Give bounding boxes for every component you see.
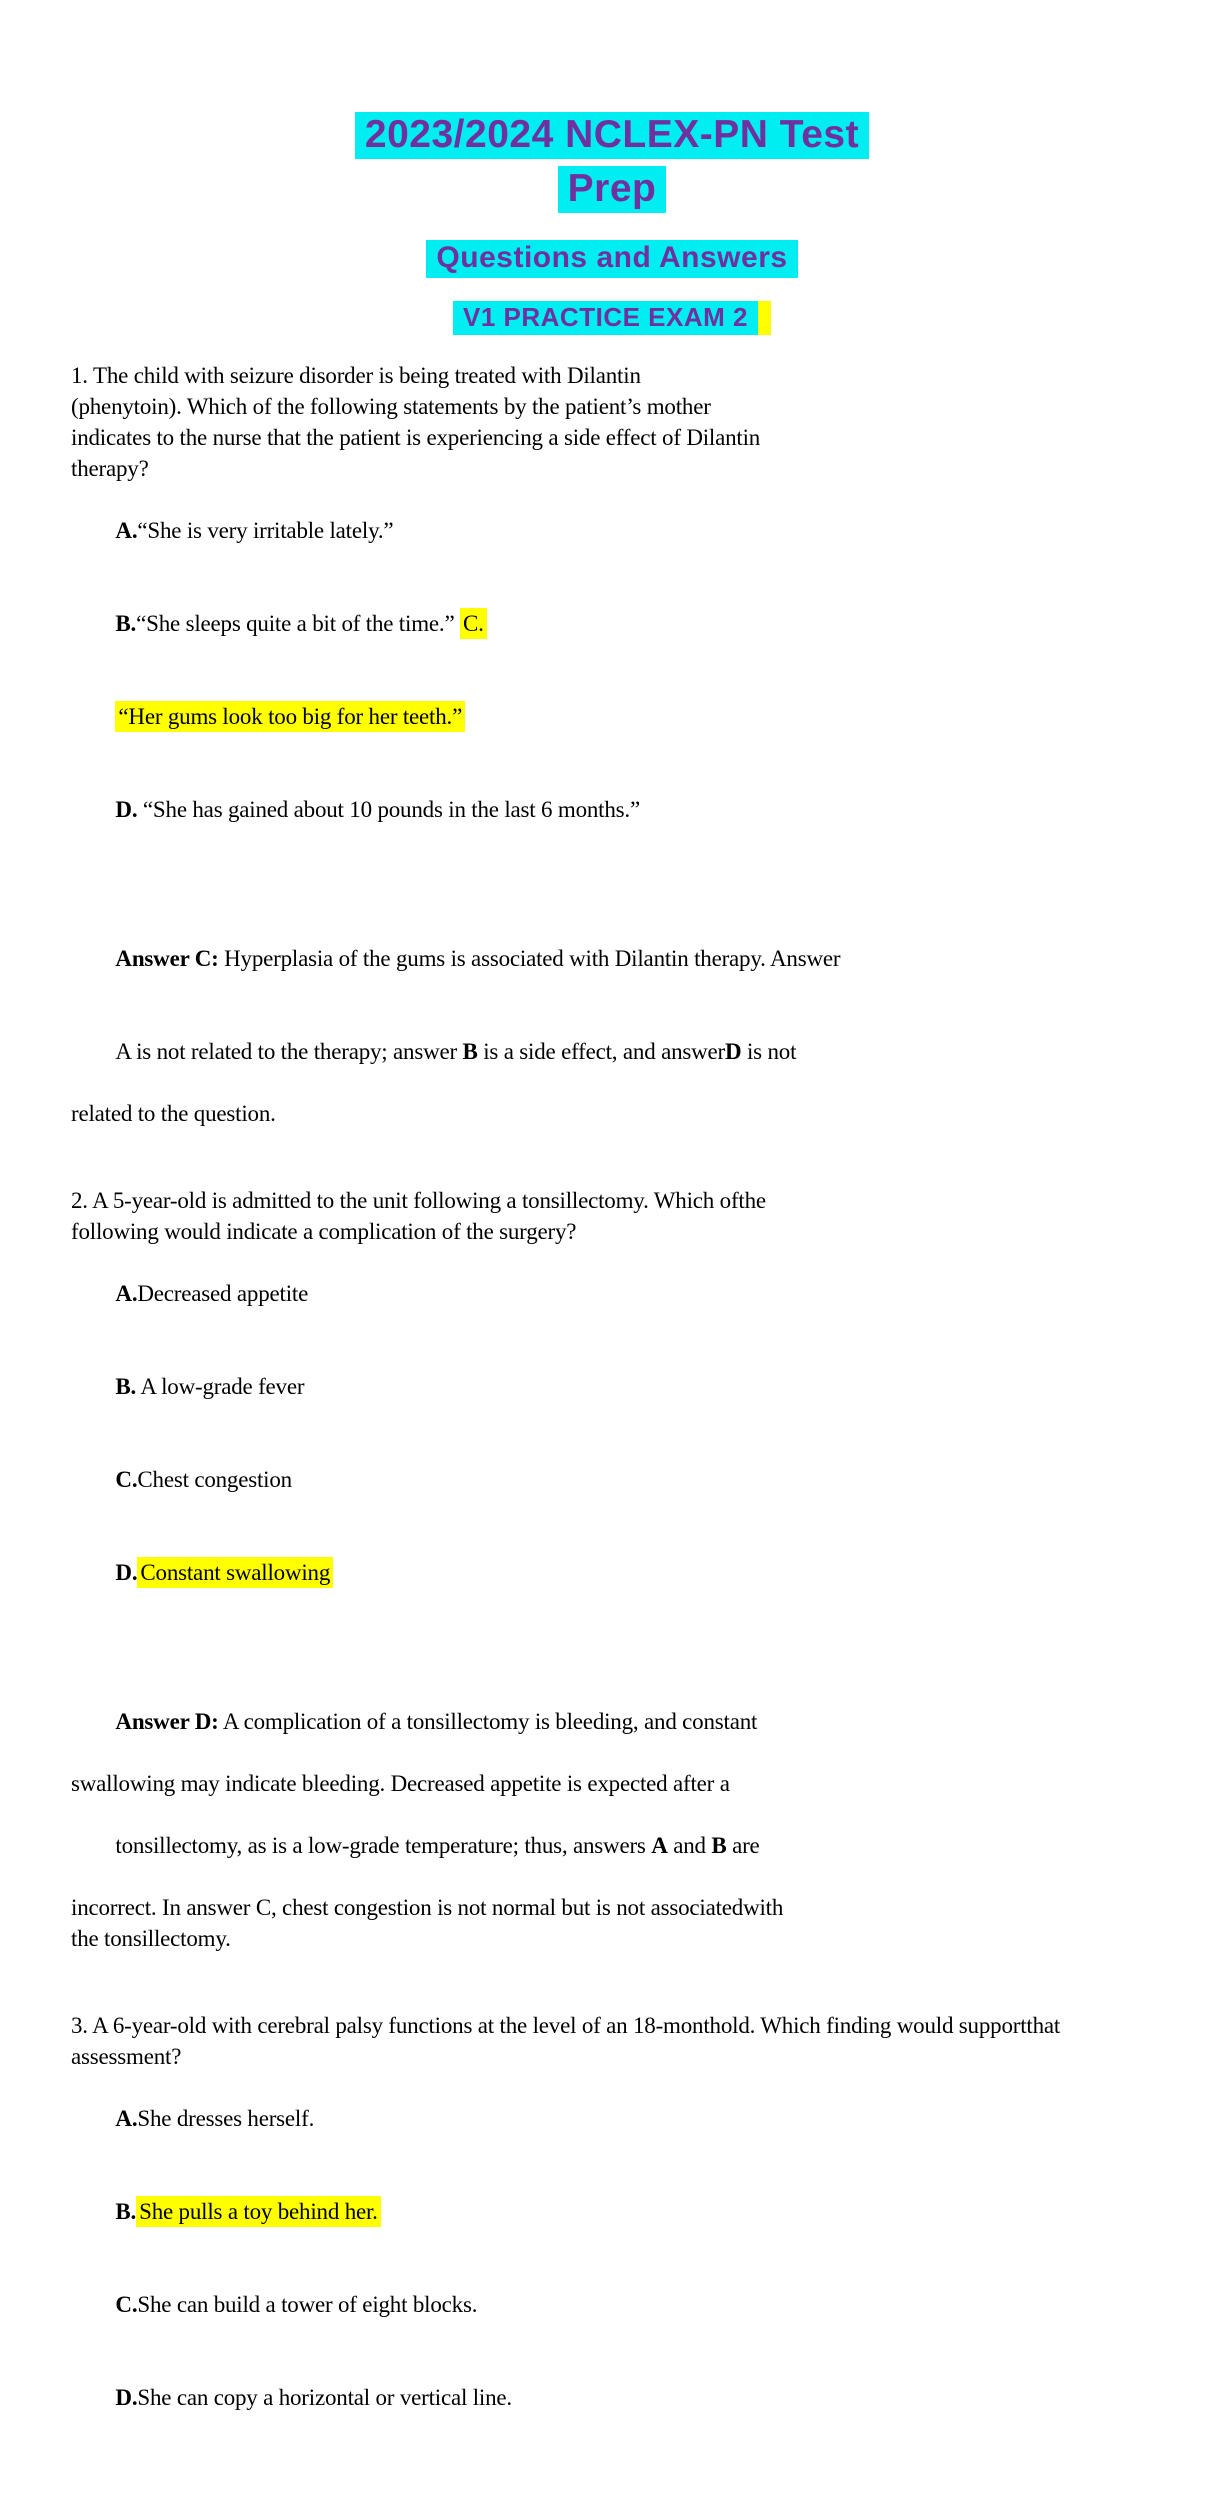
question-2: 2. A 5-year-old is admitted to the unit … [71, 1185, 1181, 1619]
q3-option-b: B.She pulls a toy behind her. [71, 2165, 1181, 2258]
answer-2-line-5: the tonsillectomy. [71, 1926, 231, 1951]
q1-option-d-label: D. [115, 797, 138, 822]
answer-1-line-2-seg-2: B [462, 1039, 478, 1064]
answer-1-label: Answer C: [115, 946, 219, 971]
q2-option-a: A.Decreased appetite [71, 1247, 1181, 1340]
question-3: 3. A 6-year-old with cerebral palsy func… [71, 2010, 1181, 2444]
answer-1-line-2-seg-3: is a side effect, and answer [477, 1039, 725, 1064]
q2-option-c-label: C. [115, 1467, 138, 1492]
q2-option-c: C.Chest congestion [71, 1433, 1181, 1526]
q1-option-c-text: “Her gums look too big for her teeth.” [115, 701, 466, 732]
answer-2-line-1-text: A complication of a tonsillectomy is ble… [218, 1709, 758, 1734]
document-header: 2023/2024 NCLEX-PN Test Prep Questions a… [0, 0, 1224, 335]
q3-option-d-text: She can copy a horizontal or vertical li… [137, 2385, 512, 2410]
q3-option-b-label: B. [115, 2199, 137, 2224]
answer-2-line-1: Answer D: A complication of a tonsillect… [71, 1675, 1181, 1768]
answer-1-line-3: related to the question. [71, 1101, 276, 1126]
yellow-highlight-strip [757, 301, 771, 335]
question-1: 1. The child with seizure disorder is be… [71, 360, 1181, 856]
q2-option-b-text: A low-grade fever [136, 1374, 305, 1399]
answer-1-line-2-seg-4: D [725, 1039, 742, 1064]
q2-option-d-text: Constant swallowing [137, 1557, 334, 1588]
q3-option-a-text: She dresses herself. [137, 2106, 315, 2131]
q1-option-b-text: “She sleeps quite a bit of the time.” [136, 611, 460, 636]
q3-option-c: C.She can build a tower of eight blocks. [71, 2258, 1181, 2351]
answer-1-line-1: Answer C: Hyperplasia of the gums is ass… [71, 912, 1181, 1005]
q3-option-d: D.She can copy a horizontal or vertical … [71, 2351, 1181, 2444]
q2-option-b: B. A low-grade fever [71, 1340, 1181, 1433]
answer-2-line-2: swallowing may indicate bleeding. Decrea… [71, 1771, 730, 1796]
exam-label: V1 PRACTICE EXAM 2 [453, 301, 758, 335]
document-page: 2023/2024 NCLEX-PN Test Prep Questions a… [0, 0, 1224, 2410]
subtitle-row: Questions and Answers [0, 240, 1224, 278]
q2-stem-line-1: 2. A 5-year-old is admitted to the unit … [71, 1188, 766, 1213]
q3-option-c-label: C. [115, 2292, 138, 2317]
answer-1-line-2-seg-5: is not [741, 1039, 797, 1064]
q2-option-c-text: Chest congestion [137, 1467, 292, 1492]
answer-2-line-3-seg-1: tonsillectomy, as is a low-grade tempera… [115, 1833, 652, 1858]
page-subtitle: Questions and Answers [426, 240, 798, 278]
title-row-2: Prep [0, 166, 1224, 213]
q3-option-b-text: She pulls a toy behind her. [136, 2196, 381, 2227]
answer-2-line-3-seg-5: are [726, 1833, 760, 1858]
q1-option-d-text: “She has gained about 10 pounds in the l… [137, 797, 640, 822]
answer-2-line-4: incorrect. In answer C, chest congestion… [71, 1895, 784, 1920]
title-row-1: 2023/2024 NCLEX-PN Test [0, 112, 1224, 159]
answer-2-line-3-seg-4: B [711, 1833, 727, 1858]
q3-stem-line-2: assessment? [71, 2044, 182, 2069]
answer-1-line-1-text: Hyperplasia of the gums is associated wi… [218, 946, 841, 971]
answer-1-line-2: A is not related to the therapy; answer … [71, 1005, 1181, 1098]
q1-option-a-label: A. [115, 518, 138, 543]
q2-option-d: D.Constant swallowing [71, 1526, 1181, 1619]
document-body: 1. The child with seizure disorder is be… [71, 360, 1181, 2500]
answer-2: Answer D: A complication of a tonsillect… [71, 1675, 1181, 1954]
answer-2-line-3-seg-2: A [651, 1833, 668, 1858]
answer-2-line-3: tonsillectomy, as is a low-grade tempera… [71, 1799, 1181, 1892]
page-title-line-1: 2023/2024 NCLEX-PN Test [354, 112, 870, 159]
q1-option-c-text-line: “Her gums look too big for her teeth.” [71, 670, 1181, 763]
exam-row: V1 PRACTICE EXAM 2 [0, 301, 1224, 335]
answer-2-line-3-seg-3: and [667, 1833, 712, 1858]
q1-option-a: A.“She is very irritable lately.” [71, 484, 1181, 577]
q3-option-d-label: D. [115, 2385, 138, 2410]
q2-option-b-label: B. [115, 1374, 137, 1399]
q1-option-b: B.“She sleeps quite a bit of the time.” … [71, 577, 1181, 670]
q2-option-a-label: A. [115, 1281, 138, 1306]
q1-option-c-label: C. [460, 608, 487, 639]
answer-1-line-2-seg-1: A is not related to the therapy; answer [115, 1039, 463, 1064]
q1-option-d: D. “She has gained about 10 pounds in th… [71, 763, 1181, 856]
q2-option-d-label: D. [115, 1560, 138, 1585]
answer-1: Answer C: Hyperplasia of the gums is ass… [71, 912, 1181, 1129]
q2-stem-line-2: following would indicate a complication … [71, 1219, 577, 1244]
q3-stem-line-1: 3. A 6-year-old with cerebral palsy func… [71, 2013, 1061, 2038]
q2-option-a-text: Decreased appetite [137, 1281, 309, 1306]
answer-2-label: Answer D: [115, 1709, 219, 1734]
q1-stem-line-1: 1. The child with seizure disorder is be… [71, 363, 641, 388]
q1-option-a-text: “She is very irritable lately.” [137, 518, 394, 543]
q1-stem-line-4: therapy? [71, 456, 149, 481]
q3-option-c-text: She can build a tower of eight blocks. [137, 2292, 478, 2317]
q3-option-a-label: A. [115, 2106, 138, 2131]
q1-stem-line-3: indicates to the nurse that the patient … [71, 425, 761, 450]
q1-option-b-label: B. [115, 611, 137, 636]
page-title-line-2: Prep [557, 166, 667, 213]
q1-stem-line-2: (phenytoin). Which of the following stat… [71, 394, 711, 419]
q3-option-a: A.She dresses herself. [71, 2072, 1181, 2165]
exam-label-group: V1 PRACTICE EXAM 2 [453, 301, 771, 335]
